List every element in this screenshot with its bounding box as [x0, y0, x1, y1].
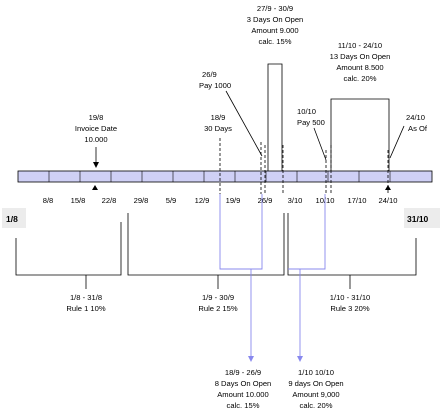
oct-result-text: 1/10 10/10 9 days On Open Amount 9,000 c… [288, 368, 343, 410]
svg-text:3 Days On Open: 3 Days On Open [247, 15, 304, 24]
open1-bracket [267, 63, 283, 171]
svg-text:19/8: 19/8 [89, 113, 104, 122]
svg-text:18/9 - 26/9: 18/9 - 26/9 [225, 368, 261, 377]
rule2-bracket [127, 213, 285, 276]
svg-text:10.000: 10.000 [84, 135, 107, 144]
svg-text:8 Days On Open: 8 Days On Open [215, 379, 272, 388]
tick-label: 29/8 [134, 196, 149, 205]
end-label: 31/10 [407, 214, 429, 224]
pay500-pointer-line [313, 127, 327, 161]
timeline-bar-fill [17, 170, 433, 183]
start-label: 1/8 [6, 214, 18, 224]
svg-text:As Of: As Of [408, 124, 428, 133]
rule-brackets: 1/8 - 31/8 Rule 1 10% 1/9 - 30/9 Rule 2 … [15, 213, 417, 313]
svg-text:18/9: 18/9 [211, 113, 226, 122]
svg-text:Pay 500: Pay 500 [297, 118, 325, 127]
svg-text:10/10: 10/10 [297, 107, 316, 116]
svg-text:Amount 9,000: Amount 9,000 [292, 390, 339, 399]
svg-text:24/10: 24/10 [406, 113, 425, 122]
tick-label: 8/8 [43, 196, 54, 205]
svg-text:1/10 10/10: 1/10 10/10 [298, 368, 334, 377]
oct-result-arrow [297, 356, 303, 362]
oct-result-bracket [288, 194, 326, 270]
rule3-range: 1/10 - 31/10 [330, 293, 371, 302]
svg-text:Invoice Date: Invoice Date [75, 124, 117, 133]
start-label-box [2, 208, 26, 228]
invoice-arrow-head [93, 162, 99, 168]
open2-annotation: 11/10 - 24/10 13 Days On Open Amount 8.5… [330, 41, 391, 194]
rule1-range: 1/8 - 31/8 [70, 293, 102, 302]
tick-label: 17/10 [347, 196, 366, 205]
svg-text:Amount 8.500: Amount 8.500 [336, 63, 383, 72]
sept-result-bracket [219, 194, 263, 270]
svg-text:26/9: 26/9 [202, 70, 217, 79]
rule2-label: Rule 2 15% [198, 304, 238, 313]
open1-annotation: 27/9 - 30/9 3 Days On Open Amount 9.000 … [247, 4, 304, 194]
asof-pointer-line [389, 125, 405, 159]
svg-text:Amount 9.000: Amount 9.000 [251, 26, 298, 35]
timeline-bar [17, 170, 433, 183]
tick-label: 5/9 [166, 196, 177, 205]
rule1-label: Rule 1 10% [66, 304, 106, 313]
thirty-days-annotation: 18/9 30 Days [204, 113, 232, 194]
pay500-annotation: 10/10 Pay 500 [297, 107, 327, 194]
svg-text:calc. 15%: calc. 15% [259, 37, 292, 46]
sept-result-arrow [248, 356, 254, 362]
svg-text:11/10 - 24/10: 11/10 - 24/10 [338, 41, 382, 50]
svg-text:9 days On Open: 9 days On Open [288, 379, 343, 388]
invoice-marker-triangle [92, 185, 98, 190]
svg-text:13 Days On Open: 13 Days On Open [330, 52, 391, 61]
tick-label: 15/8 [71, 196, 86, 205]
rule1-bracket [15, 222, 122, 276]
invoice-annotation: 19/8 Invoice Date 10.000 [75, 113, 117, 168]
end-label-box [404, 208, 440, 228]
tick-label: 12/9 [195, 196, 210, 205]
rule3-bracket [287, 213, 417, 276]
rule3-label: Rule 3 20% [330, 304, 370, 313]
tick-label: 24/10 [378, 196, 397, 205]
svg-text:27/9 - 30/9: 27/9 - 30/9 [257, 4, 293, 13]
tick-label: 26/9 [258, 196, 273, 205]
svg-text:Amount 10.000: Amount 10.000 [217, 390, 269, 399]
asof-annotation: 24/10 As Of [389, 113, 428, 159]
svg-text:30 Days: 30 Days [204, 124, 232, 133]
rule2-range: 1/9 - 30/9 [202, 293, 234, 302]
tick-label: 3/10 [288, 196, 303, 205]
tick-label: 19/9 [226, 196, 241, 205]
result-brackets [219, 194, 326, 362]
svg-text:calc. 15%: calc. 15% [227, 401, 260, 410]
svg-text:Pay 1000: Pay 1000 [199, 81, 231, 90]
tick-label: 22/8 [102, 196, 117, 205]
svg-text:calc. 20%: calc. 20% [344, 74, 377, 83]
pay1000-annotation: 26/9 Pay 1000 [199, 70, 263, 194]
open2-bracket [330, 98, 390, 171]
sept-result-text: 18/9 - 26/9 8 Days On Open Amount 10.000… [215, 368, 272, 410]
pay1000-pointer-line [225, 90, 263, 157]
svg-text:calc. 20%: calc. 20% [300, 401, 333, 410]
